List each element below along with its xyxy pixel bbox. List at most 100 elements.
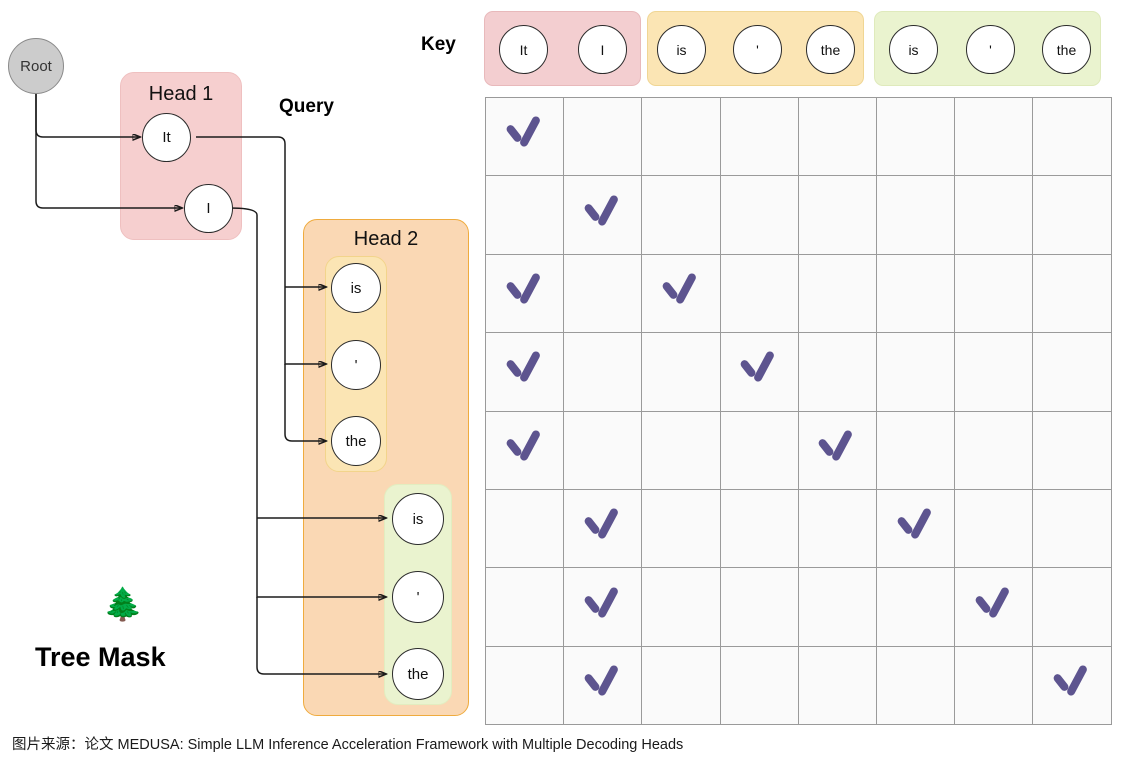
matrix-cell-checked[interactable] (563, 645, 643, 726)
matrix-cell-checked[interactable] (1032, 645, 1112, 726)
matrix-cell-empty[interactable] (1032, 567, 1112, 647)
head2-title: Head 2 (353, 228, 419, 250)
matrix-cell-checked[interactable] (484, 332, 565, 412)
matrix-cell-empty[interactable] (797, 253, 877, 334)
matrix-cell-empty[interactable] (641, 410, 721, 490)
matrix-cell-empty[interactable] (875, 96, 956, 177)
tree-node-head2a-is[interactable]: is (331, 263, 381, 313)
key-token[interactable]: ' (966, 25, 1015, 74)
matrix-cell-empty[interactable] (719, 96, 799, 177)
matrix-cell-checked[interactable] (563, 175, 643, 255)
check-icon (505, 271, 545, 311)
matrix-cell-empty[interactable] (954, 253, 1034, 334)
matrix-row (484, 96, 1112, 177)
key-token[interactable]: is (657, 25, 706, 74)
matrix-row (484, 488, 1112, 569)
matrix-cell-empty[interactable] (641, 96, 721, 177)
matrix-cell-empty[interactable] (641, 645, 721, 726)
key-token[interactable]: the (1042, 25, 1091, 74)
matrix-row (484, 567, 1112, 647)
matrix-cell-empty[interactable] (954, 175, 1034, 255)
matrix-cell-checked[interactable] (875, 488, 956, 569)
matrix-cell-empty[interactable] (563, 96, 643, 177)
key-token[interactable]: I (578, 25, 627, 74)
matrix-cell-empty[interactable] (797, 488, 877, 569)
matrix-cell-checked[interactable] (641, 253, 721, 334)
matrix-cell-checked[interactable] (484, 96, 565, 177)
key-token[interactable]: is (889, 25, 938, 74)
matrix-cell-empty[interactable] (875, 253, 956, 334)
matrix-cell-empty[interactable] (719, 488, 799, 569)
tree-node-root[interactable]: Root (8, 38, 64, 94)
matrix-cell-empty[interactable] (641, 332, 721, 412)
matrix-cell-empty[interactable] (484, 488, 565, 569)
matrix-cell-empty[interactable] (797, 175, 877, 255)
matrix-cell-checked[interactable] (563, 567, 643, 647)
matrix-cell-empty[interactable] (954, 96, 1034, 177)
key-token-label: ' (989, 41, 992, 58)
tree-node-head2a-the[interactable]: the (331, 416, 381, 466)
matrix-cell-empty[interactable] (875, 567, 956, 647)
matrix-cell-empty[interactable] (563, 332, 643, 412)
matrix-cell-empty[interactable] (954, 645, 1034, 726)
matrix-row (484, 645, 1112, 726)
key-token[interactable]: the (806, 25, 855, 74)
query-label: Query (279, 96, 334, 117)
matrix-cell-empty[interactable] (484, 567, 565, 647)
matrix-cell-empty[interactable] (1032, 96, 1112, 177)
matrix-cell-empty[interactable] (1032, 175, 1112, 255)
matrix-cell-empty[interactable] (797, 332, 877, 412)
matrix-cell-checked[interactable] (484, 410, 565, 490)
matrix-cell-empty[interactable] (1032, 410, 1112, 490)
matrix-cell-empty[interactable] (954, 410, 1034, 490)
tree-node-head2a-apostrophe[interactable]: ' (331, 340, 381, 390)
check-icon (583, 585, 623, 625)
tree-mask-matrix (484, 96, 1112, 726)
matrix-cell-checked[interactable] (719, 332, 799, 412)
matrix-cell-empty[interactable] (797, 645, 877, 726)
matrix-cell-empty[interactable] (563, 410, 643, 490)
key-token-label: the (820, 41, 841, 58)
matrix-cell-empty[interactable] (641, 488, 721, 569)
matrix-cell-checked[interactable] (484, 253, 565, 334)
tree-node-head2b-the[interactable]: the (392, 648, 444, 700)
matrix-cell-empty[interactable] (641, 567, 721, 647)
matrix-cell-checked[interactable] (563, 488, 643, 569)
matrix-cell-checked[interactable] (797, 410, 877, 490)
matrix-cell-empty[interactable] (875, 332, 956, 412)
matrix-cell-empty[interactable] (719, 253, 799, 334)
matrix-cell-empty[interactable] (797, 96, 877, 177)
matrix-cell-empty[interactable] (875, 175, 956, 255)
check-icon (583, 506, 623, 546)
matrix-cell-empty[interactable] (719, 567, 799, 647)
key-token-label: is (676, 41, 687, 58)
matrix-cell-empty[interactable] (954, 332, 1034, 412)
matrix-cell-empty[interactable] (484, 645, 565, 726)
matrix-cell-empty[interactable] (1032, 488, 1112, 569)
figure-caption: 图片来源：论文 MEDUSA: Simple LLM Inference Acc… (12, 737, 684, 753)
tree-node-head1-i[interactable]: I (184, 184, 233, 233)
matrix-cell-empty[interactable] (797, 567, 877, 647)
matrix-cell-empty[interactable] (875, 410, 956, 490)
key-group-head2-b: is ' the (874, 11, 1101, 86)
matrix-cell-empty[interactable] (1032, 332, 1112, 412)
matrix-cell-empty[interactable] (1032, 253, 1112, 334)
matrix-cell-checked[interactable] (954, 567, 1034, 647)
matrix-cell-empty[interactable] (563, 253, 643, 334)
matrix-cell-empty[interactable] (484, 175, 565, 255)
matrix-cell-empty[interactable] (719, 410, 799, 490)
key-token[interactable]: ' (733, 25, 782, 74)
matrix-cell-empty[interactable] (719, 175, 799, 255)
key-label: Key (421, 34, 456, 55)
tree-node-head1-it[interactable]: It (142, 113, 191, 162)
tree-node-head2b-is[interactable]: is (392, 493, 444, 545)
matrix-row (484, 332, 1112, 412)
matrix-cell-empty[interactable] (954, 488, 1034, 569)
tree-node-root-label: Root (20, 57, 52, 75)
tree-node-head2b-apostrophe[interactable]: ' (392, 571, 444, 623)
matrix-cell-empty[interactable] (641, 175, 721, 255)
matrix-cell-empty[interactable] (719, 645, 799, 726)
key-token[interactable]: It (499, 25, 548, 74)
matrix-cell-empty[interactable] (875, 645, 956, 726)
key-group-head2-a: is ' the (647, 11, 864, 86)
